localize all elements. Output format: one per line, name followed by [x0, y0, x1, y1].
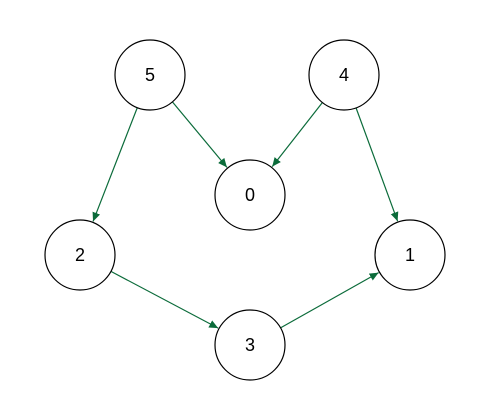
edge-3-to-1 [280, 272, 379, 329]
nodes-layer: 5 4 0 2 1 3 [44, 39, 446, 381]
edge-5-to-0 [171, 101, 228, 168]
node-3: 3 [214, 309, 286, 381]
node-label: 3 [245, 335, 255, 355]
node-circle [44, 219, 116, 291]
node-label: 5 [145, 65, 155, 85]
node-2: 2 [44, 219, 116, 291]
node-circle [308, 39, 380, 111]
edges-layer [92, 101, 399, 329]
node-1: 1 [374, 219, 446, 291]
node-5: 5 [114, 39, 186, 111]
node-label: 1 [405, 245, 415, 265]
node-label: 4 [339, 65, 349, 85]
edge-5-to-2 [92, 107, 138, 222]
node-label: 2 [75, 245, 85, 265]
node-circle [214, 159, 286, 231]
node-0: 0 [214, 159, 286, 231]
edge-2-to-3 [110, 270, 219, 329]
node-circle [114, 39, 186, 111]
node-4: 4 [308, 39, 380, 111]
node-circle [374, 219, 446, 291]
edge-4-to-0 [271, 102, 323, 168]
node-label: 0 [245, 185, 255, 205]
node-circle [214, 309, 286, 381]
edge-4-to-1 [355, 107, 399, 222]
